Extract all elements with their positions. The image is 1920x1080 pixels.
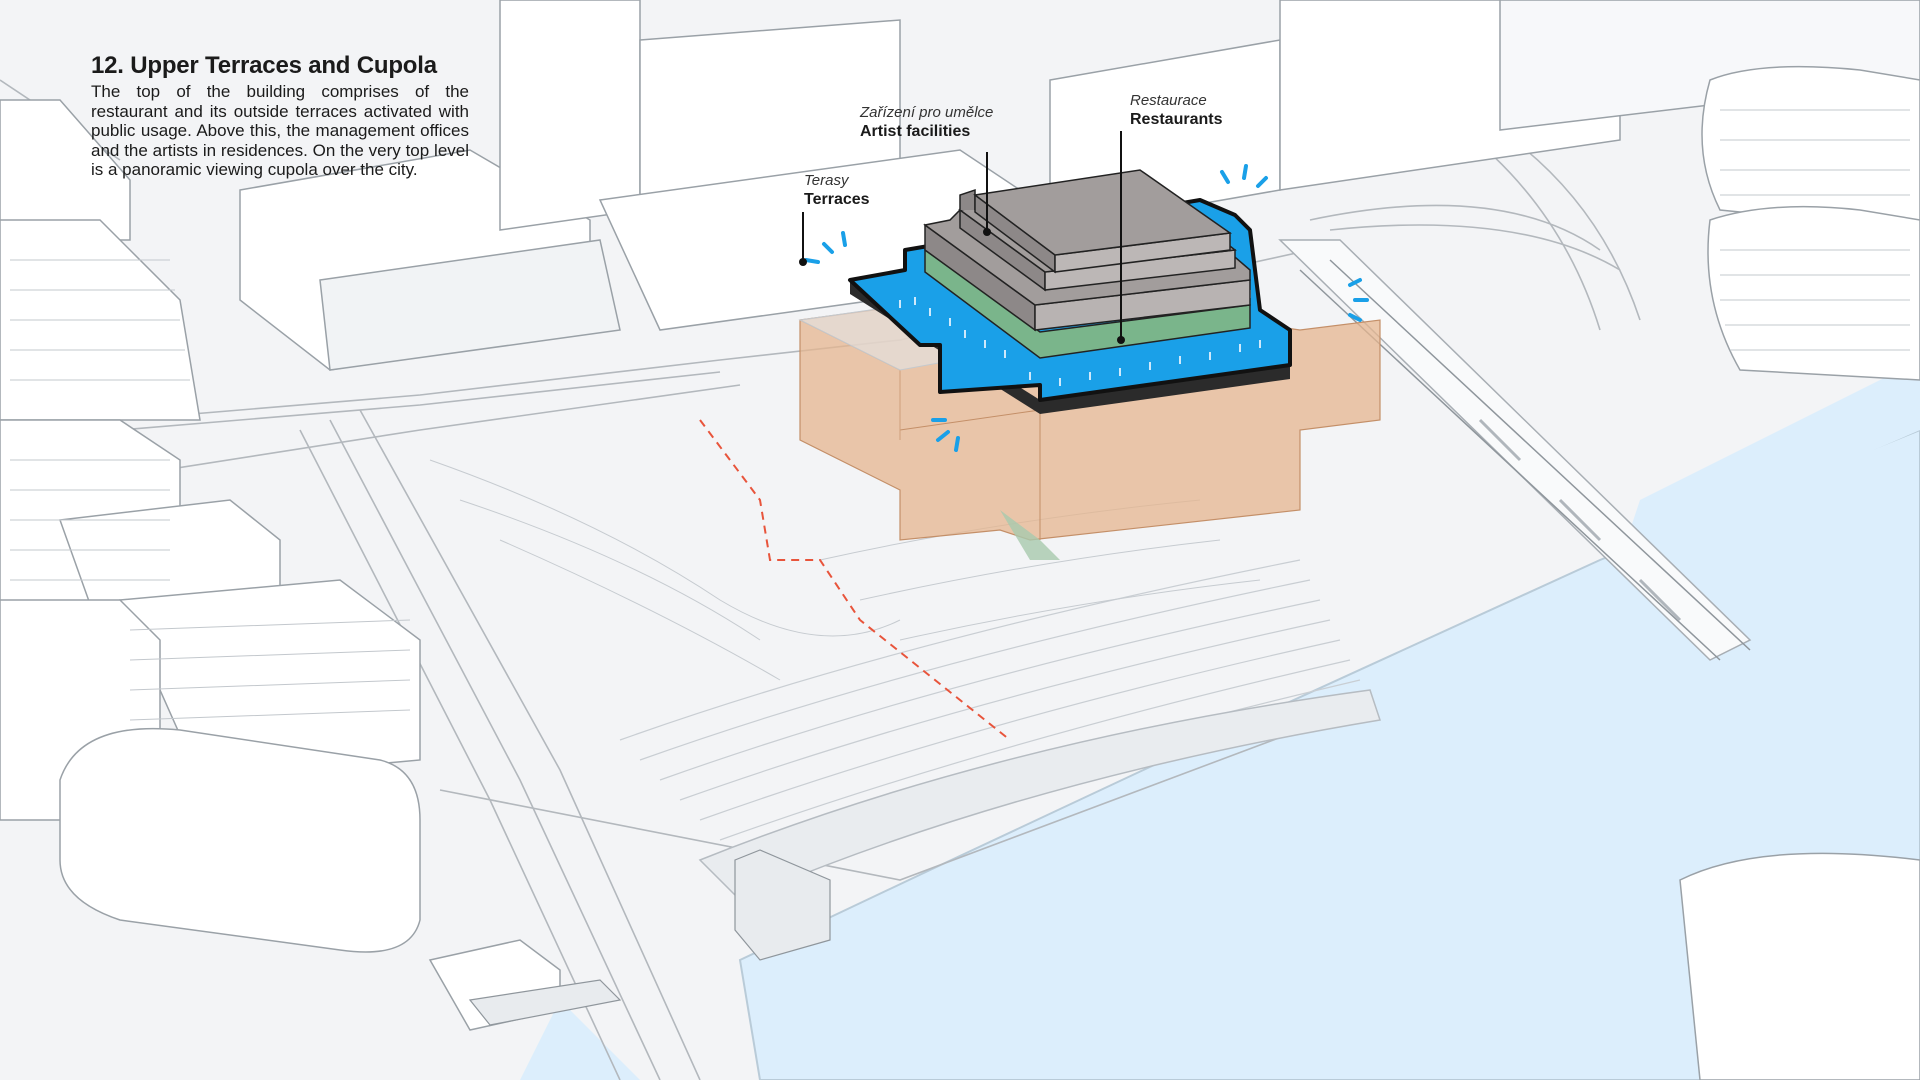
intro-text-block: 12. Upper Terraces and Cupola The top of… [91, 52, 469, 180]
amphitheatre-base [698, 689, 1381, 901]
callout-dots [799, 228, 1125, 344]
buildings-left [0, 99, 561, 1031]
callout-restaurants-english: Restaurants [1130, 111, 1223, 128]
plinth-structures [468, 849, 831, 1026]
upper-volume [923, 169, 1251, 332]
callout-artist-facilities: Zařízení pro umělce Artist facilities [860, 104, 993, 142]
buildings-top [239, 0, 1920, 371]
section-description: The top of the building comprises of the… [91, 82, 469, 179]
dashed-path [699, 419, 1011, 741]
callout-restaurants-czech: Restaurace [1130, 92, 1207, 109]
callout-restaurants: Restaurace Restaurants [1130, 92, 1222, 130]
building-windows-left [10, 259, 411, 721]
callout-terraces-english: Terraces [804, 191, 870, 208]
callout-artist-english: Artist facilities [860, 123, 971, 140]
callout-terraces: Terasy Terraces [804, 172, 870, 210]
building-windows-right [1720, 109, 1910, 351]
restaurant-band [924, 248, 1251, 359]
activity-burst-icons [804, 164, 1369, 452]
section-heading: 12. Upper Terraces and Cupola [91, 52, 437, 79]
river-right-arm [1620, 360, 1920, 560]
callout-terraces-czech: Terasy [804, 172, 849, 189]
callout-artist-czech: Zařízení pro umělce [860, 104, 994, 121]
callout-leaders [802, 131, 1122, 340]
